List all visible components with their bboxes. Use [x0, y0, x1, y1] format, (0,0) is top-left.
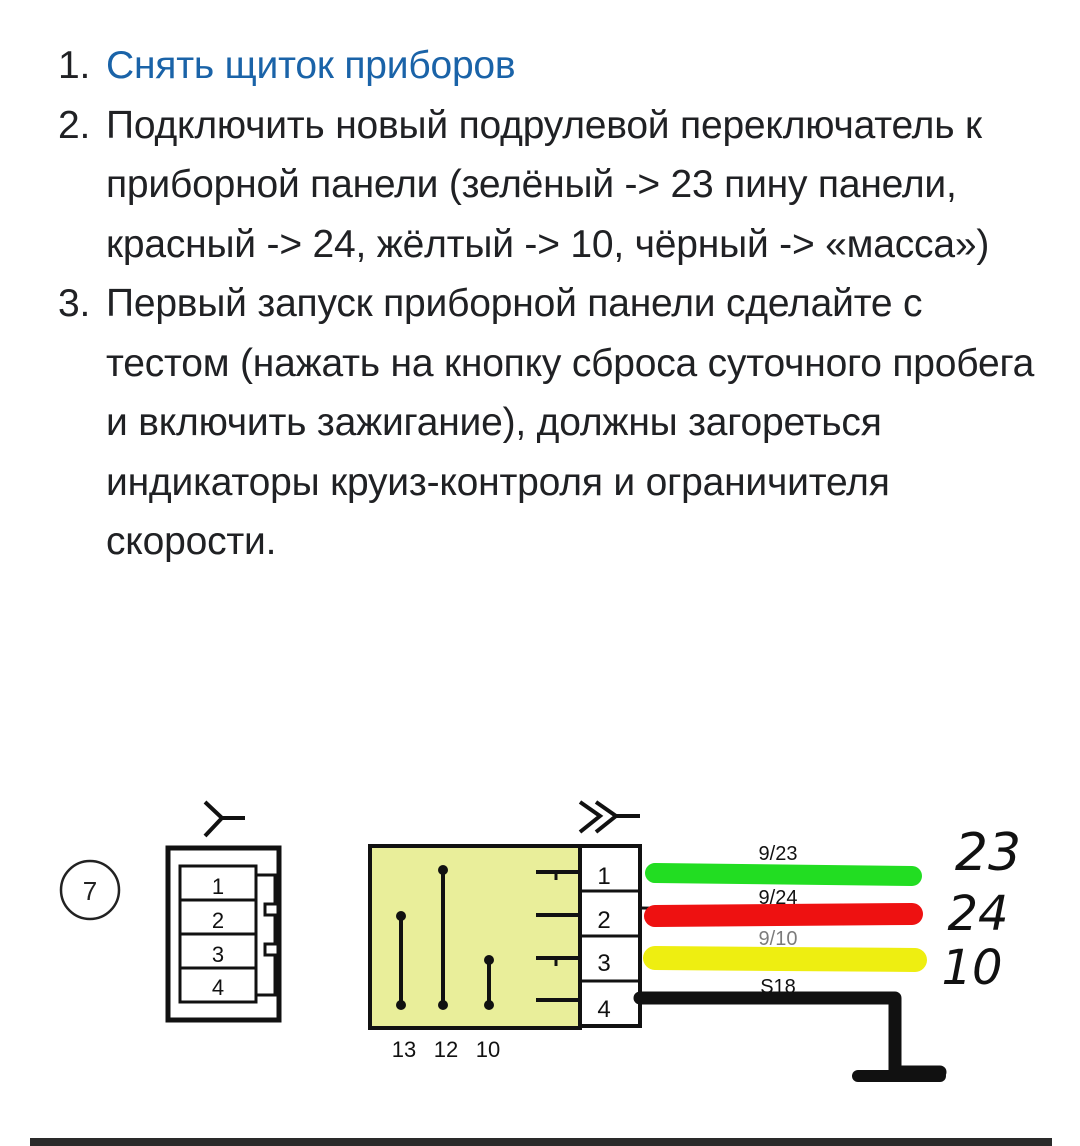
step-number: 3. — [58, 282, 91, 325]
instruction-list: 1. Снять щиток приборов 2. Подключить но… — [58, 36, 1048, 572]
switch-block: 1 2 3 4 — [368, 844, 642, 1030]
wire-yellow — [643, 946, 927, 972]
left-pin-label: 3 — [212, 942, 224, 967]
switch-pin-label: 2 — [597, 907, 610, 934]
step-3: 3. Первый запуск приборной панели сделай… — [58, 274, 1048, 572]
contact-label: 10 — [476, 1037, 500, 1062]
switch-pin-label: 1 — [597, 863, 610, 890]
step-2: 2. Подключить новый подрулевой переключа… — [58, 96, 1048, 275]
connector-symbol-icon — [203, 800, 245, 838]
step-3-text: Первый запуск приборной панели сделайте … — [106, 282, 1035, 563]
handwritten-pin-label: 23 — [955, 823, 1021, 883]
left-pin-label: 4 — [212, 975, 224, 1000]
wiring-diagram-image: 7 1 2 3 4 — [0, 780, 1080, 1110]
left-connector: 1 2 3 4 — [165, 845, 282, 1023]
wiring-diagram: 7 1 2 3 4 — [59, 800, 1021, 1082]
wire-green — [645, 863, 922, 886]
handwritten-pin-label: 10 — [941, 940, 1002, 996]
step-number: 1. — [58, 44, 91, 87]
wire-label: S18 — [760, 976, 796, 998]
wire-label: 9/23 — [759, 843, 798, 865]
step-number: 2. — [58, 103, 91, 147]
wire-black-ground — [633, 991, 947, 1079]
step-1: 1. Снять щиток приборов — [58, 36, 1048, 96]
wire-label: 9/10 — [759, 928, 798, 950]
switch-pin-label: 4 — [597, 996, 610, 1023]
left-pin-label: 2 — [212, 908, 224, 933]
contact-label: 12 — [434, 1037, 458, 1062]
component-number: 7 — [83, 876, 97, 906]
left-pin-label: 1 — [212, 874, 224, 899]
wire-red — [644, 903, 923, 927]
switch-pin-label: 3 — [597, 950, 610, 977]
connector-symbol-icon — [578, 800, 640, 834]
contact-label: 13 — [392, 1037, 416, 1062]
step-1-link[interactable]: Снять щиток приборов — [106, 44, 516, 87]
handwritten-pin-label: 24 — [947, 886, 1008, 942]
step-2-text: Подключить новый подрулевой переключател… — [106, 103, 990, 266]
bottom-divider — [30, 1138, 1052, 1146]
wire-label: 9/24 — [759, 887, 798, 909]
component-number-circle — [59, 859, 121, 921]
